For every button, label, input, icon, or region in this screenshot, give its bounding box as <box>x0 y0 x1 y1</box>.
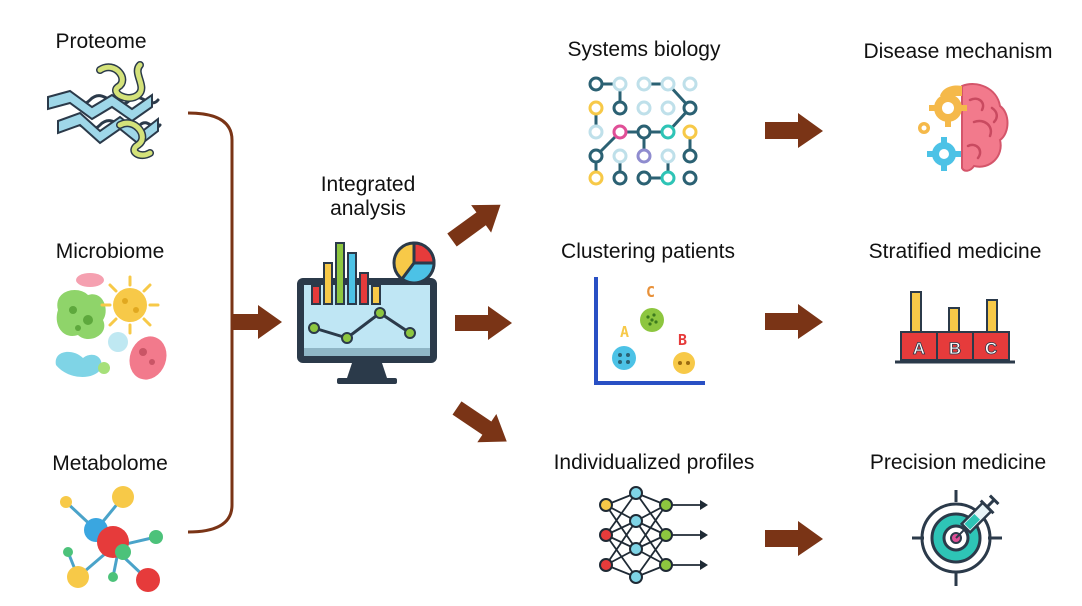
cluster-letter-c: C <box>646 283 655 301</box>
monitor-analytics-icon <box>297 241 437 384</box>
label-precision-medicine: Precision medicine <box>869 451 1047 474</box>
brain-gears-icon <box>918 83 1009 172</box>
label-integrated-analysis: Integrated analysis <box>320 173 416 221</box>
microbes-icon <box>55 273 167 380</box>
protein-helix-icon <box>47 61 162 160</box>
cluster-letter-b: B <box>678 331 687 349</box>
cluster-scatter-icon: A B C <box>594 277 705 385</box>
systems-to-mechanism-arrow <box>765 113 823 148</box>
label-stratified-medicine: Stratified medicine <box>868 240 1042 263</box>
cluster-letter-a: A <box>620 323 629 341</box>
label-microbiome: Microbiome <box>55 240 165 263</box>
neural-network-icon <box>599 486 708 584</box>
molecule-icon <box>60 486 163 592</box>
center-to-clustering-arrow <box>455 306 512 340</box>
input-bracket <box>187 111 234 534</box>
clustering-to-stratified-arrow <box>765 304 823 339</box>
label-systems-biology: Systems biology <box>567 38 721 61</box>
stratified-bars-icon: A B C <box>895 291 1015 364</box>
label-individualized-profiles: Individualized profiles <box>553 451 755 474</box>
network-grid-icon <box>588 76 698 186</box>
label-disease-mechanism: Disease mechanism <box>863 40 1053 63</box>
bracket-to-center-arrow <box>232 305 282 339</box>
center-to-profiles-arrow <box>452 401 507 443</box>
stratified-letter-a: A <box>913 339 925 358</box>
profiles-to-precision-arrow <box>765 521 823 556</box>
stratified-letter-b: B <box>949 339 961 358</box>
label-proteome: Proteome <box>55 30 147 53</box>
stratified-letter-c: C <box>985 339 997 358</box>
label-clustering-patients: Clustering patients <box>561 240 735 263</box>
target-syringe-icon <box>912 490 1002 586</box>
center-to-systems-arrow <box>447 204 501 247</box>
label-metabolome: Metabolome <box>52 452 168 475</box>
